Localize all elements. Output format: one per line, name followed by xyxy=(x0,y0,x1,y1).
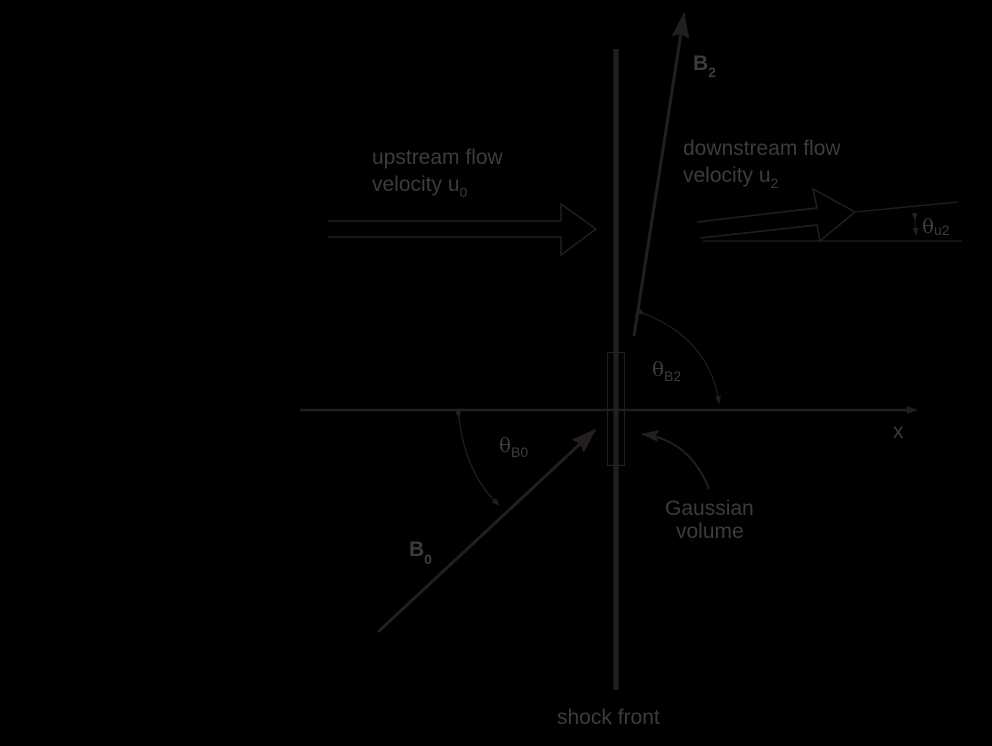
downstream-label-line2: velocity u2 xyxy=(683,164,779,191)
gaussian-pointer-arrow xyxy=(641,430,710,490)
b0-vector xyxy=(376,428,597,634)
downstream-label-line1: downstream flow xyxy=(683,137,841,160)
x-axis-label: x xyxy=(893,420,904,443)
downstream-flow-arrow xyxy=(696,187,857,243)
downstream-direction-line xyxy=(854,201,959,213)
b2-label: B2 xyxy=(693,52,716,80)
shock-front-label: shock front xyxy=(557,706,660,729)
theta-u2-arrow xyxy=(911,212,919,236)
theta-u2-label: θu2 xyxy=(922,214,950,238)
upstream-flow-arrow xyxy=(328,202,598,257)
theta-b2-arc xyxy=(637,308,721,404)
gaussian-label-line1: Gaussian xyxy=(665,497,754,520)
b0-label: B0 xyxy=(409,538,432,567)
gaussian-volume-box xyxy=(606,351,626,467)
upstream-label-line1: upstream flow xyxy=(372,146,504,169)
b2-vector xyxy=(632,12,690,337)
theta-b0-arc xyxy=(455,410,500,506)
gaussian-label-line2: volume xyxy=(676,520,744,543)
theta-b2-label: θB2 xyxy=(652,357,681,384)
upstream-label-line2: velocity u0 xyxy=(372,173,468,200)
theta-b0-label: θB0 xyxy=(499,433,528,460)
